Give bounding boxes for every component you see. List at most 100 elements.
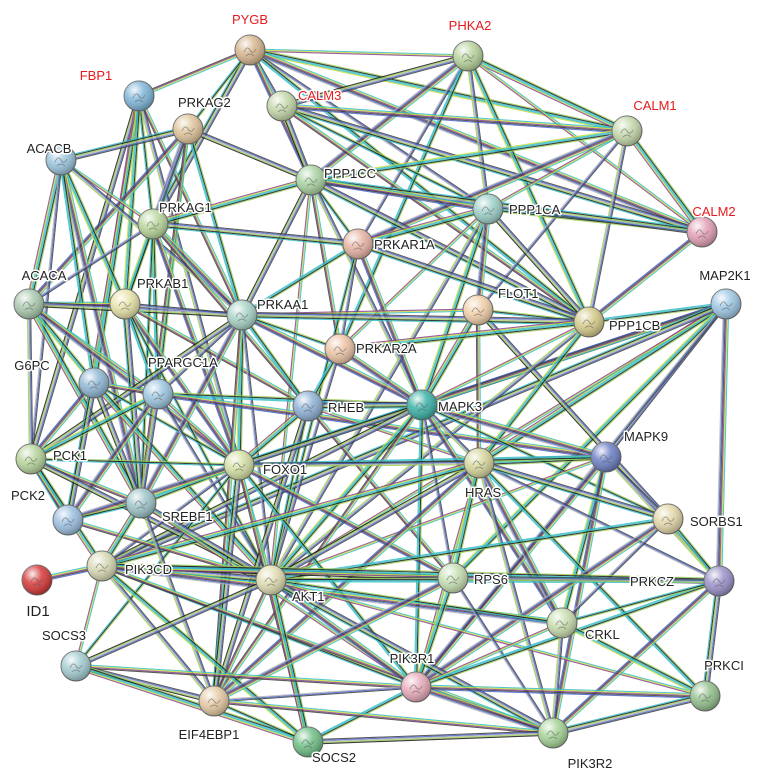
edge-ppp1cc-mapk3 [309, 179, 424, 406]
edge-ppargc1a-foxo1 [156, 392, 241, 467]
edge-prkag1-acaca [28, 222, 154, 306]
node-label-foxo1: FOXO1 [263, 462, 307, 477]
edge-hras-sorbs1 [478, 459, 669, 523]
edge-ppp1ca-mapk3 [419, 208, 491, 406]
node-label-pik3r1: PIK3R1 [390, 651, 435, 666]
edge-prkar1a-ppp1cb [356, 240, 591, 326]
node-label-halo: PRKAG2 [178, 95, 231, 110]
structure-icon [22, 301, 36, 311]
node-label-sorbs1: SORBS1 [690, 514, 743, 529]
edge-prkaa1-prkar2a [241, 313, 341, 351]
node-label-calm2: CALM2 [692, 204, 735, 219]
node-label-pck2: PCK2 [11, 488, 45, 503]
node-label-halo: PCK2 [11, 488, 45, 503]
structure-icon [555, 620, 569, 630]
edge-acacb-pck1 [29, 159, 63, 460]
edge-calm1-ppp1cc [310, 128, 628, 183]
edge-mapk9-akt1 [270, 455, 607, 582]
edge-acacb-acaca [25, 159, 65, 305]
edge-phka2-calm3 [281, 53, 469, 109]
node-label-id1: ID1 [26, 603, 49, 620]
node-label-fbp1: FBP1 [80, 68, 113, 83]
node-label-halo: PHKA2 [449, 18, 492, 33]
edge-ppp1cb-mapk3 [421, 320, 590, 407]
node-label-prkaa1: PRKAA1 [257, 297, 308, 312]
node-label-halo: G6PC [14, 358, 49, 373]
structure-icon [275, 103, 289, 113]
node-label-halo: HRAS [465, 485, 501, 500]
edge-prkci-pik3r2 [552, 692, 706, 737]
edge-crkl-pik3r2 [550, 622, 565, 734]
edge-mapk3-pik3r1 [413, 404, 425, 688]
edge-prkar2a-mapk3 [338, 346, 424, 408]
node-label-halo: FLOT1 [498, 286, 538, 301]
edge-ppp1cc-ppp1ca [310, 177, 489, 212]
node-label-rheb: RHEB [328, 400, 364, 415]
node-label-halo: RHEB [328, 400, 364, 415]
structure-icon [472, 460, 486, 470]
node-label-halo: PPARGC1A [148, 355, 218, 370]
edge-pygb-phka2 [249, 48, 469, 58]
node-label-ppp1cb: PPP1CB [609, 318, 660, 333]
node-label-halo: SORBS1 [690, 514, 743, 529]
edge-pck1-foxo1 [30, 457, 240, 467]
structure-icon [207, 698, 221, 708]
edge-calm1-ppp1cb [586, 130, 630, 323]
structure-icon [95, 563, 109, 573]
edge-prkaa1-srebf1 [138, 313, 245, 505]
edge-ppp1ca-ppp1cb [485, 207, 592, 324]
edge-ppp1cb-prkar2a [339, 318, 590, 353]
node-label-halo: MAPK9 [624, 429, 668, 444]
edge-rps6-prkcz [452, 575, 720, 584]
edge-pik3cd-eif4ebp1 [100, 564, 216, 703]
node-label-halo: FBP1 [80, 68, 113, 83]
structure-icon [481, 206, 495, 216]
node-label-prkab1: PRKAB1 [137, 276, 188, 291]
edge-ppargc1a-akt1 [156, 393, 273, 581]
structure-icon [181, 126, 195, 136]
